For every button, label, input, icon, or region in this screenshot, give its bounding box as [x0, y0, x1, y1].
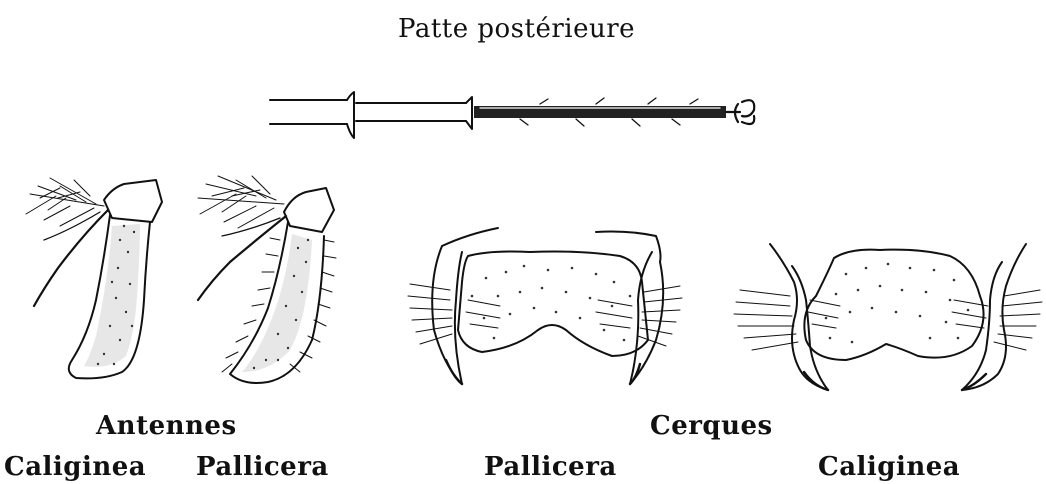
hind-leg-drawing	[270, 92, 754, 138]
label-antenna-caliginea: Caliginea	[4, 454, 146, 480]
cerci-heading: Cerques	[650, 413, 773, 439]
label-cercus-pallicera: Pallicera	[484, 454, 617, 480]
antennae-heading: Antennes	[96, 413, 237, 439]
cercus-caliginea-drawing	[734, 244, 1042, 390]
antenna-caliginea-drawing	[26, 178, 162, 378]
label-cercus-caliginea: Caliginea	[818, 454, 960, 480]
label-antenna-pallicera: Pallicera	[196, 454, 329, 480]
cercus-pallicera-drawing	[408, 228, 682, 384]
antenna-pallicera-drawing	[198, 176, 336, 383]
